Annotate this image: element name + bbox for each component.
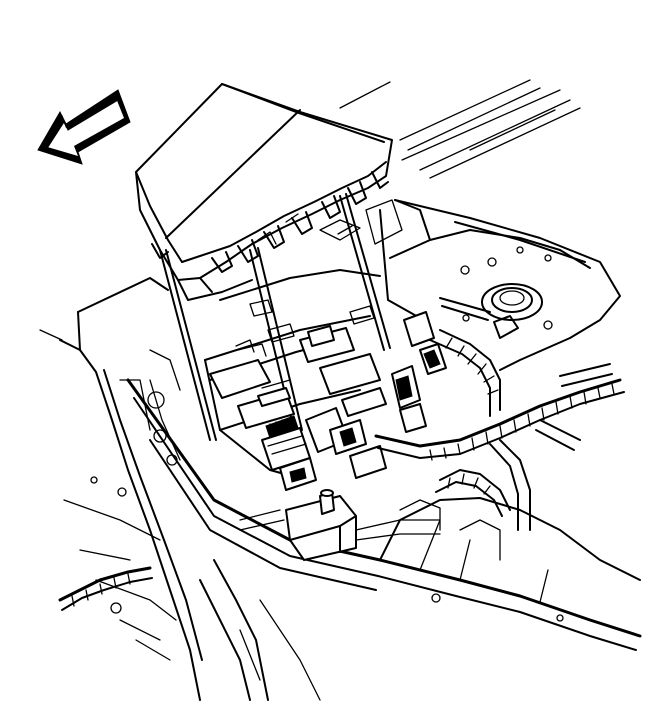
fuse-block-cover [135, 83, 393, 301]
fender-apron [319, 199, 621, 371]
fuse-block-body [204, 269, 387, 481]
wiring-harness [58, 329, 625, 611]
left-body-panel [39, 277, 203, 701]
direction-arrow-icon [37, 89, 131, 165]
hood-lines [339, 79, 581, 179]
harness-connectors [261, 311, 447, 491]
mounting-bracket [239, 489, 501, 561]
vehicle-frame [110, 378, 642, 701]
